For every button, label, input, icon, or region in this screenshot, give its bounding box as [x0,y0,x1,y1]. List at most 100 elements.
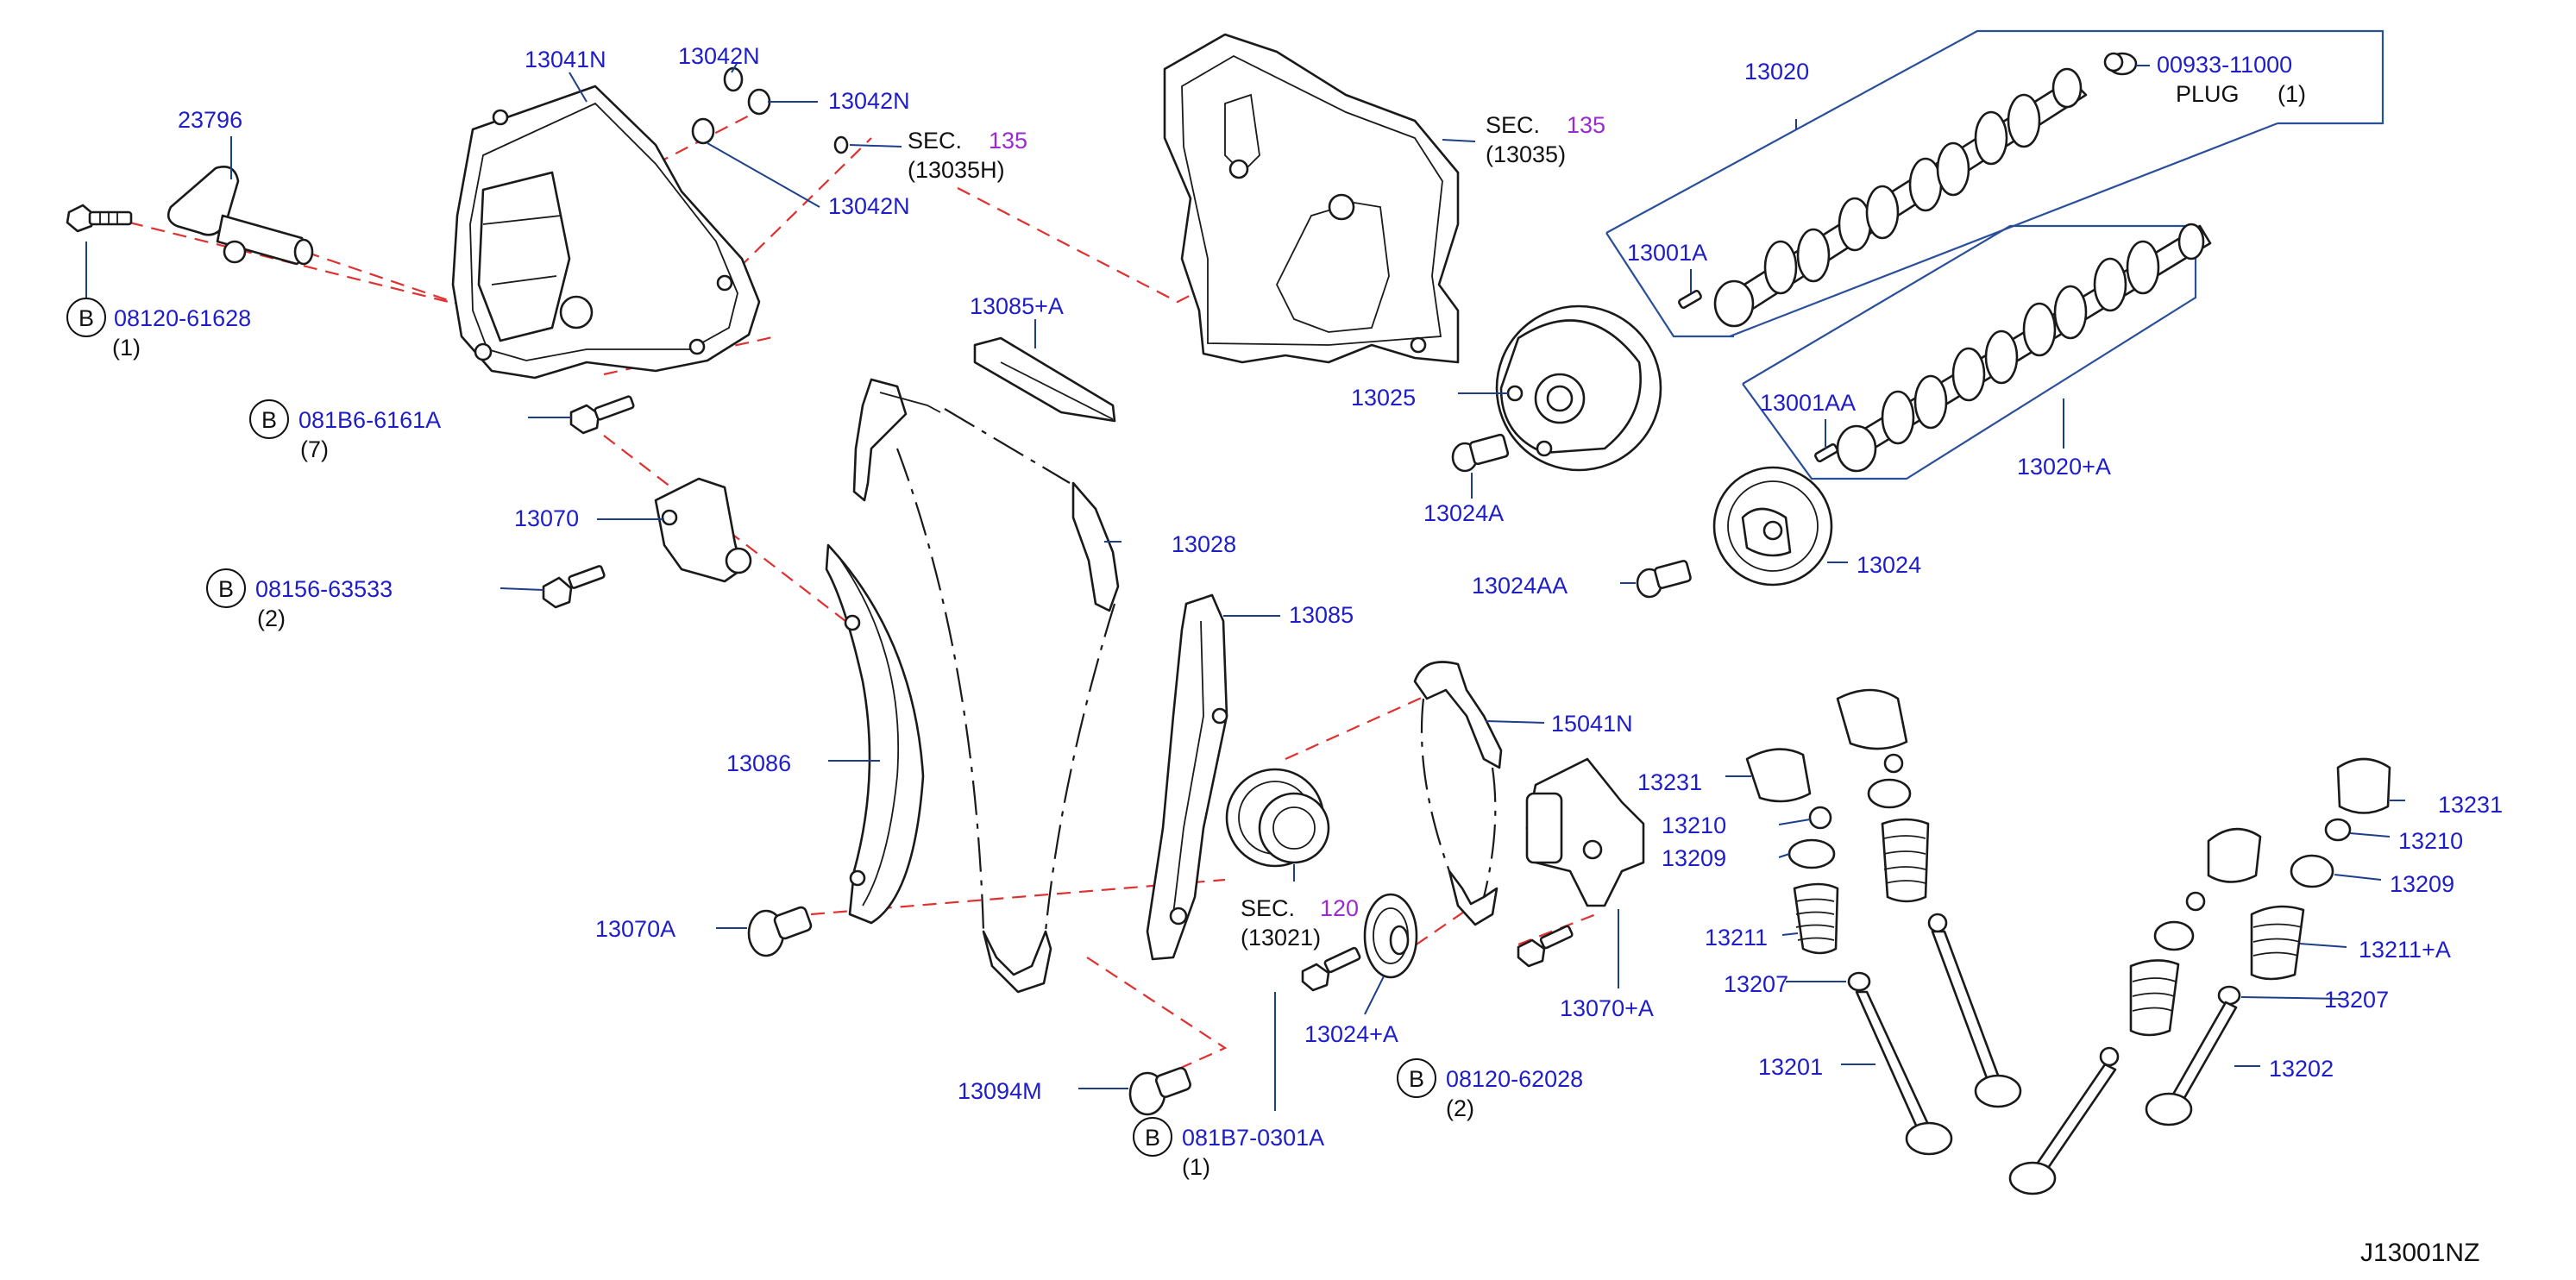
label-13209-a: 13209 [1662,845,1726,871]
balancer-tensioner-13070pa-icon [1525,757,1645,907]
label-13070pa: 13070+A [1560,995,1654,1021]
camshaft-13020-icon [1713,67,2088,328]
label-08120-61628: 08120-61628 [114,305,251,331]
camshaft-13020a-icon [1836,223,2212,473]
tension-guide-13085-icon [1146,593,1228,961]
qty-081b7-0301a: (1) [1182,1154,1210,1180]
label-13024pa: 13024+A [1304,1021,1398,1047]
valve-assembly-right-second-icon [2008,827,2262,1195]
label-13025: 13025 [1351,385,1416,411]
qty-08120-62028: (2) [1446,1095,1474,1121]
seal-13042n-icons [691,66,849,154]
exhaust-valve-assembly-icon [1836,688,2022,1108]
bolt-08120-62028-icon [1517,925,1574,968]
label-13207-a: 13207 [1724,971,1788,997]
sec-number-3: 120 [1320,895,1359,921]
qty-081b6-6161a: (7) [300,436,329,462]
label-13202: 13202 [2269,1056,2334,1082]
qty-08156-63533: (2) [257,605,286,631]
pivot-bolt-13070a-icon [747,906,813,957]
bolt-13024a-icon [1451,433,1510,473]
qty-08120-61628: (1) [112,335,141,361]
svg-text:B: B [1145,1125,1160,1151]
label-plug-code: 00933-11000 [2157,52,2292,78]
label-13070a: 13070A [595,916,675,942]
bubble-b-08156-63533: B [206,568,246,608]
vtc-sprocket-13025-icon [1495,304,1662,472]
slack-guide-13086-icon [825,543,925,925]
label-13211a: 13211+A [2359,937,2451,963]
chain-tensioner-13070-icon [654,477,752,583]
balancer-sprocket-13024pa-icon [1363,893,1418,979]
chain-guide-13085a-icon [973,336,1116,423]
label-13024aa: 13024AA [1472,573,1568,599]
svg-text:B: B [79,305,94,331]
diagram-id: J13001NZ [2360,1239,2479,1267]
label-13070: 13070 [514,505,579,531]
label-13210-a: 13210 [1662,813,1726,838]
label-13094m: 13094M [958,1078,1042,1104]
sec-label-2: SEC. [1486,112,1540,138]
bubble-b-081b7-0301a: B [1133,1117,1172,1157]
sec-sub-1: (13035H) [908,157,1005,183]
valve-assembly-right-icon [2145,757,2391,1126]
label-13024a: 13024A [1423,500,1504,526]
bolt-13024pa-icon [1301,946,1361,992]
label-13020: 13020 [1744,59,1809,85]
label-15041n: 15041N [1551,711,1633,737]
label-23796: 23796 [178,107,242,133]
label-08120-62028: 08120-62028 [1446,1066,1583,1092]
bubble-b-08120-61628: B [66,298,106,337]
sec-label-3: SEC. [1241,895,1295,921]
label-13085a: 13085+A [970,293,1064,319]
label-13085: 13085 [1289,602,1354,628]
label-081b6-6161a: 081B6-6161A [298,407,441,433]
label-plug-qty: (1) [2278,81,2306,107]
sec-number-1: 135 [989,128,1027,154]
label-13207-b: 13207 [2324,987,2389,1013]
label-13042n-a: 13042N [678,43,760,69]
label-13028: 13028 [1172,531,1236,557]
dowel-13001a-icon [1678,289,1702,310]
label-13231-b: 13231 [2438,792,2503,818]
label-13001aa: 13001AA [1760,390,1856,416]
label-13209-b: 13209 [2390,871,2454,897]
label-13020a: 13020+A [2017,454,2111,480]
camshaft-sensor-icon [166,166,314,266]
bolt-08156-63533-icon [542,565,606,609]
label-13231-a: 13231 [1637,769,1702,795]
svg-text:B: B [1409,1066,1424,1092]
intake-valve-assembly-icon [1745,748,1953,1156]
label-13211: 13211 [1705,925,1768,951]
leader-lines [85,61,2405,1111]
label-13041n: 13041N [525,47,606,72]
crank-sprocket-icon [1225,768,1330,868]
dowel-13001aa-icon [1814,442,1838,463]
balancer-chain-15041n-icon [1413,661,1503,926]
exhaust-sprocket-13024-icon [1712,466,1833,587]
sec-sub-2: (13035) [1486,141,1566,167]
svg-text:B: B [261,407,277,433]
label-13210-b: 13210 [2398,828,2463,854]
label-13001a: 13001A [1627,240,1707,266]
label-plug: PLUG [2176,81,2240,107]
camshaft-group-frames [1605,29,2384,480]
bolt-08120-61628-icon [66,204,133,233]
label-13086: 13086 [726,750,791,776]
timing-chain-13028-icon [852,378,1120,994]
bolt-13024aa-icon [1636,560,1692,599]
pivot-bolt-13094m-icon [1128,1067,1191,1116]
label-081b7-0301a: 081B7-0301A [1182,1125,1324,1151]
bolt-081b6-6161a-icon [569,395,635,435]
bubble-b-08120-62028: B [1397,1058,1436,1098]
label-13024: 13024 [1857,552,1921,578]
svg-text:B: B [218,576,234,602]
sec-number-2: 135 [1567,112,1605,138]
label-13042n-c: 13042N [828,193,910,219]
label-13042n-b: 13042N [828,88,910,114]
bubble-b-081b6-6161a: B [249,399,289,439]
sec-sub-3: (13021) [1241,925,1321,951]
sec-label-1: SEC. [908,128,962,154]
plug-icon [2103,52,2138,76]
